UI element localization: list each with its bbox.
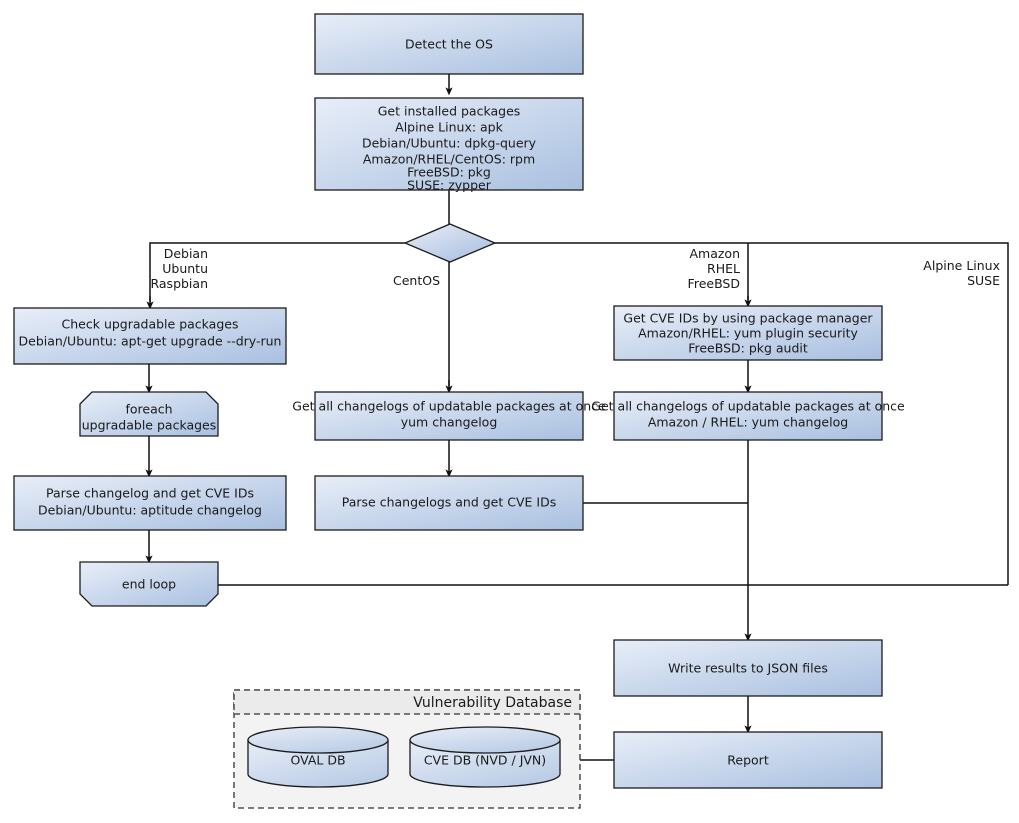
branch-debian-line-1: Debian — [164, 246, 208, 261]
branch-amazon-line-1: Amazon — [689, 246, 740, 261]
node-check-upgradable[interactable]: Check upgradable packages Debian/Ubuntu:… — [13, 307, 287, 365]
cve-pkgmgr-line-1: Get CVE IDs by using package manager — [623, 311, 873, 326]
parse-changelog-debian-shape[interactable] — [13, 475, 287, 531]
detect-os-label: Detect the OS — [405, 37, 493, 52]
edge-label-debian: Debian Ubuntu Raspbian — [150, 246, 208, 291]
changelogs-amazon-shape[interactable] — [613, 391, 883, 441]
node-end-loop[interactable]: end loop — [79, 561, 219, 607]
vulnerability-database-group: Vulnerability Database OVAL DB CVE DB (N… — [233, 689, 581, 809]
oval-db-label: OVAL DB — [290, 753, 345, 768]
node-changelogs-amazon[interactable]: Get all changelogs of updatable packages… — [591, 391, 905, 441]
edge-label-alpine: Alpine Linux SUSE — [923, 258, 1000, 288]
write-json-label: Write results to JSON files — [668, 661, 828, 676]
branch-amazon-line-3: FreeBSD — [688, 276, 740, 291]
branch-centos-line-1: CentOS — [393, 273, 440, 288]
get-installed-line-6: SUSE: zypper — [407, 178, 492, 193]
edge-decision-bus-left — [149, 242, 405, 302]
branch-alpine-line-2: SUSE — [967, 273, 1000, 288]
changelogs-amazon-line-2: Amazon / RHEL: yum changelog — [648, 415, 848, 430]
node-parse-changelog-debian[interactable]: Parse changelog and get CVE IDs Debian/U… — [13, 475, 287, 531]
foreach-loop-shape[interactable] — [79, 391, 219, 437]
database-oval-db: OVAL DB — [247, 726, 389, 788]
node-parse-changelogs-centos[interactable]: Parse changelogs and get CVE IDs — [314, 475, 584, 531]
database-cve-db: CVE DB (NVD / JVN) — [409, 726, 561, 788]
node-cve-by-package-manager[interactable]: Get CVE IDs by using package manager Ama… — [613, 305, 883, 361]
node-report[interactable]: Report — [613, 731, 883, 789]
edge-label-centos: CentOS — [393, 273, 440, 288]
branch-amazon-line-2: RHEL — [707, 261, 740, 276]
foreach-line-2: upgradable packages — [82, 418, 217, 433]
detect-os-shape[interactable] — [314, 13, 584, 75]
changelogs-amazon-line-1: Get all changelogs of updatable packages… — [591, 399, 905, 414]
branch-alpine-line-1: Alpine Linux — [923, 258, 1000, 273]
get-installed-line-2: Alpine Linux: apk — [395, 120, 503, 135]
check-upgradable-line-1: Check upgradable packages — [62, 317, 239, 332]
write-json-shape[interactable] — [613, 639, 883, 697]
group-title: Vulnerability Database — [413, 695, 572, 711]
branch-debian-line-2: Ubuntu — [162, 261, 208, 276]
changelogs-centos-line-1: Get all changelogs of updatable packages… — [292, 399, 606, 414]
get-installed-line-4: Amazon/RHEL/CentOS: rpm — [363, 152, 535, 167]
changelogs-centos-shape[interactable] — [314, 391, 584, 441]
parse-changelog-deb-line-1: Parse changelog and get CVE IDs — [46, 486, 254, 501]
end-loop-shape[interactable] — [79, 561, 219, 607]
end-loop-label: end loop — [122, 577, 176, 592]
cve-db-top — [409, 726, 561, 754]
check-upgradable-shape[interactable] — [13, 307, 287, 365]
get-installed-packages-shape[interactable] — [314, 97, 584, 191]
node-detect-os[interactable]: Detect the OS — [314, 13, 584, 75]
cve-pkgmgr-line-3: FreeBSD: pkg audit — [688, 341, 808, 356]
node-get-installed-packages[interactable]: Get installed packages Alpine Linux: apk… — [314, 97, 584, 193]
check-upgradable-line-2: Debian/Ubuntu: apt-get upgrade --dry-run — [19, 334, 282, 349]
changelogs-centos-line-2: yum changelog — [401, 415, 498, 430]
cve-db-label: CVE DB (NVD / JVN) — [424, 753, 546, 768]
edge-label-amazon: Amazon RHEL FreeBSD — [688, 246, 740, 291]
parse-changelogs-centos-label: Parse changelogs and get CVE IDs — [342, 495, 556, 510]
node-changelogs-centos[interactable]: Get all changelogs of updatable packages… — [292, 391, 606, 441]
edge-decision-bus-right — [495, 242, 1009, 585]
parse-changelogs-centos-shape[interactable] — [314, 475, 584, 531]
get-installed-line-3: Debian/Ubuntu: dpkg-query — [362, 136, 537, 151]
cve-by-package-manager-shape[interactable] — [613, 305, 883, 361]
cve-pkgmgr-line-2: Amazon/RHEL: yum plugin security — [638, 326, 858, 341]
node-foreach-loop[interactable]: foreach upgradable packages — [79, 391, 219, 437]
branch-debian-line-3: Raspbian — [150, 276, 208, 291]
oval-db-top — [247, 726, 389, 754]
node-write-json[interactable]: Write results to JSON files — [613, 639, 883, 697]
report-shape[interactable] — [613, 731, 883, 789]
parse-changelog-deb-line-2: Debian/Ubuntu: aptitude changelog — [38, 503, 262, 518]
connector-layer — [145, 74, 1009, 761]
report-label: Report — [727, 753, 769, 768]
get-installed-line-1: Get installed packages — [378, 104, 521, 119]
foreach-line-1: foreach — [125, 402, 172, 417]
group-header-band — [233, 689, 581, 715]
get-installed-line-5: FreeBSD: pkg — [407, 165, 491, 180]
node-os-decision[interactable] — [403, 223, 497, 263]
os-decision-shape[interactable] — [403, 223, 497, 263]
